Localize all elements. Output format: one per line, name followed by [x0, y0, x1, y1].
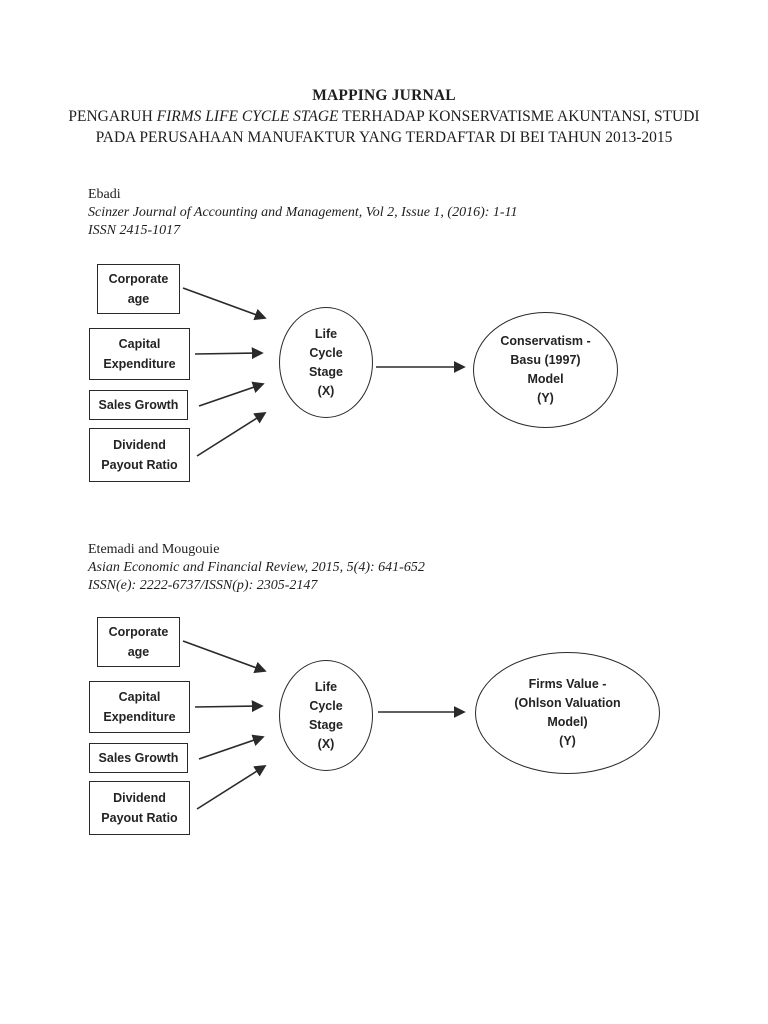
- mapping-diagram-1: Corporate age Capital Expenditure Sales …: [0, 255, 768, 495]
- ellipse-firms-value-model: Firms Value - (Ohlson Valuation Model) (…: [475, 652, 660, 774]
- issn-number: ISSN 2415-1017: [88, 223, 181, 238]
- mapping-diagram-2: Corporate age Capital Expenditure Sales …: [0, 608, 768, 848]
- ellipse-label-line: Stage: [308, 717, 344, 732]
- diagram-arrows: [182, 640, 466, 810]
- box-capital-expenditure: Capital Expenditure: [89, 328, 190, 380]
- subtitle-line-2: PADA PERUSAHAAN MANUFAKTUR YANG TERDAFTA…: [95, 129, 673, 146]
- box-label-line: Sales Growth: [98, 398, 179, 412]
- page-title: MAPPING JURNAL: [312, 87, 456, 104]
- ellipse-label-line: (Y): [559, 734, 576, 748]
- arrow-corporate-age: [182, 640, 267, 674]
- box-sales-growth: Sales Growth: [89, 743, 188, 773]
- arrow-sales-growth: [198, 381, 265, 407]
- ellipse-label-line: Model: [527, 372, 564, 386]
- citation-block-2: Etemadi and Mougouie Asian Economic and …: [88, 541, 425, 595]
- box-corporate-age: Corporate age: [97, 264, 180, 314]
- ellipse-label-line: Basu (1997): [510, 353, 581, 367]
- ellipse-label-line: (Y): [537, 391, 554, 405]
- box-label-line: age: [127, 645, 150, 659]
- ellipse-label-line: Conservatism -: [500, 334, 591, 348]
- box-corporate-age: Corporate age: [97, 617, 180, 667]
- author-name: Etemadi and Mougouie: [88, 542, 220, 557]
- box-label-line: Payout Ratio: [101, 811, 178, 825]
- box-label-line: Corporate: [108, 625, 169, 639]
- citation-block-1: Ebadi Scinzer Journal of Accounting and …: [88, 186, 518, 240]
- ellipse-label-line: (Ohlson Valuation: [514, 696, 621, 710]
- issn-number: ISSN(e): 2222-6737/ISSN(p): 2305-2147: [88, 578, 318, 593]
- ellipse-label-line: Model): [547, 715, 588, 729]
- diagram-arrows: [182, 287, 466, 457]
- arrow-corporate-age: [182, 287, 267, 321]
- ellipse-life-cycle-stage: Life Cycle Stage (X): [279, 307, 373, 418]
- ellipse-label-line: (X): [317, 736, 335, 751]
- ellipse-label-line: Cycle: [309, 345, 343, 360]
- box-label-line: Corporate: [108, 272, 169, 286]
- box-sales-growth: Sales Growth: [89, 390, 188, 420]
- box-label-line: Sales Growth: [98, 751, 179, 765]
- subtitle-italic-phrase: FIRMS LIFE CYCLE STAGE: [156, 108, 339, 125]
- ellipse-label-line: Cycle: [309, 698, 343, 713]
- ellipse-label-line: Life: [314, 679, 338, 694]
- box-label-line: Dividend: [113, 438, 166, 452]
- box-label-line: Capital: [118, 690, 161, 704]
- journal-reference: Asian Economic and Financial Review, 201…: [88, 560, 425, 575]
- ellipse-label-line: Life: [314, 326, 338, 341]
- box-label-line: age: [127, 292, 150, 306]
- ellipse-life-cycle-stage: Life Cycle Stage (X): [279, 660, 373, 771]
- arrow-sales-growth: [198, 734, 265, 760]
- journal-reference: Scinzer Journal of Accounting and Manage…: [88, 205, 518, 220]
- box-label-line: Expenditure: [103, 357, 176, 371]
- ellipse-label-line: Stage: [308, 364, 344, 379]
- box-label-line: Payout Ratio: [101, 458, 178, 472]
- box-label-line: Dividend: [113, 791, 166, 805]
- box-label-line: Capital: [118, 337, 161, 351]
- arrow-capital-expenditure: [194, 347, 264, 360]
- subtitle-text-post: TERHADAP KONSERVATISME AKUNTANSI, STUDI: [338, 108, 700, 125]
- box-label-line: Expenditure: [103, 710, 176, 724]
- ellipse-label-line: (X): [317, 383, 335, 398]
- subtitle-text-pre: PENGARUH: [68, 108, 157, 125]
- ellipse-conservatism-model: Conservatism - Basu (1997) Model (Y): [473, 312, 618, 428]
- arrow-capital-expenditure: [194, 700, 264, 713]
- box-dividend-payout-ratio: Dividend Payout Ratio: [89, 781, 190, 835]
- page-subtitle: PENGARUH FIRMS LIFE CYCLE STAGE TERHADAP…: [0, 106, 768, 148]
- arrow-dividend-payout: [196, 412, 267, 457]
- box-dividend-payout-ratio: Dividend Payout Ratio: [89, 428, 190, 482]
- arrow-dividend-payout: [196, 765, 267, 810]
- ellipse-label-line: Firms Value -: [528, 677, 607, 691]
- author-name: Ebadi: [88, 187, 121, 202]
- box-capital-expenditure: Capital Expenditure: [89, 681, 190, 733]
- subtitle-line-1: PENGARUH FIRMS LIFE CYCLE STAGE TERHADAP…: [0, 106, 768, 127]
